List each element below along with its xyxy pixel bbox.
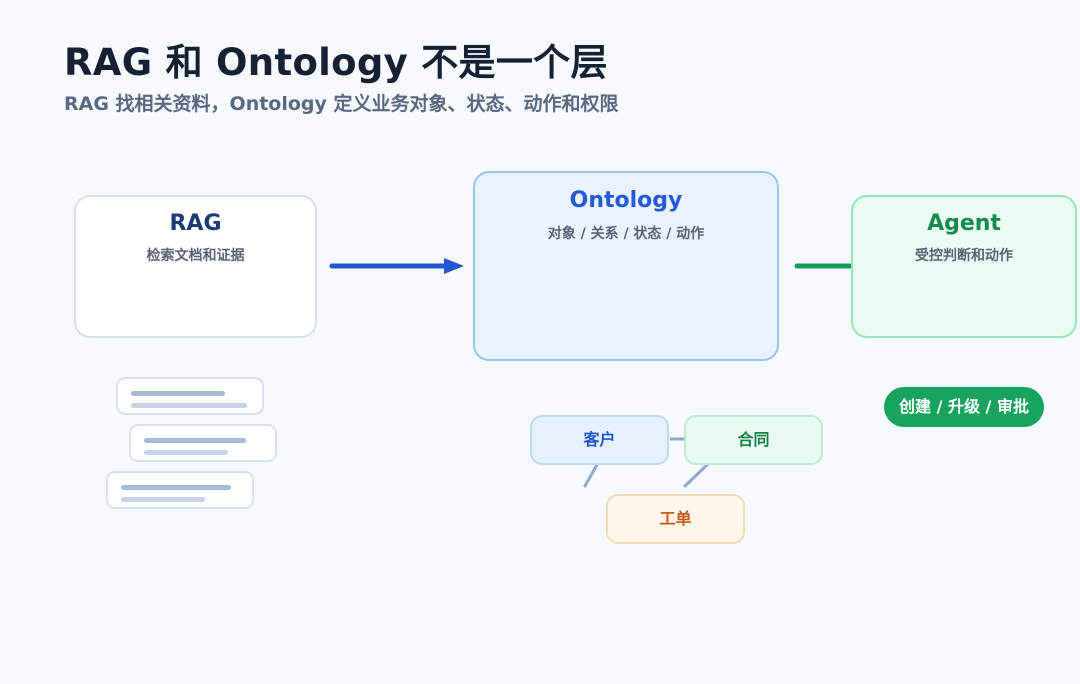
page-title: RAG 和 Ontology 不是一个层: [64, 41, 608, 84]
page-subtitle: RAG 找相关资料，Ontology 定义业务对象、状态、动作和权限: [64, 93, 619, 115]
entity-contract: 合同: [684, 415, 823, 465]
document-line: [121, 497, 205, 502]
document-line: [121, 485, 231, 490]
entity-customer: 客户: [530, 415, 669, 465]
ontology-node: Ontology 对象 / 关系 / 状态 / 动作: [473, 171, 779, 361]
rag-node-title: RAG: [169, 211, 222, 236]
agent-actions-badge: 创建 / 升级 / 审批: [884, 387, 1044, 427]
rag-node-description: 检索文档和证据: [146, 248, 245, 264]
rag-to-ontology-arrowhead: [444, 258, 464, 274]
agent-node-title: Agent: [927, 211, 1001, 236]
document-card-icon: [106, 471, 254, 509]
agent-node: Agent 受控判断和动作: [851, 195, 1077, 338]
agent-node-description: 受控判断和动作: [915, 248, 1013, 264]
document-card-icon: [116, 377, 264, 415]
document-line: [144, 438, 246, 443]
document-line: [131, 403, 247, 408]
entity-ticket: 工单: [606, 494, 745, 544]
ontology-node-description: 对象 / 关系 / 状态 / 动作: [547, 226, 705, 242]
rag-node: RAG 检索文档和证据: [74, 195, 317, 338]
document-line: [131, 391, 225, 396]
ontology-node-title: Ontology: [569, 188, 683, 213]
document-card-icon: [129, 424, 277, 462]
document-line: [144, 450, 228, 455]
